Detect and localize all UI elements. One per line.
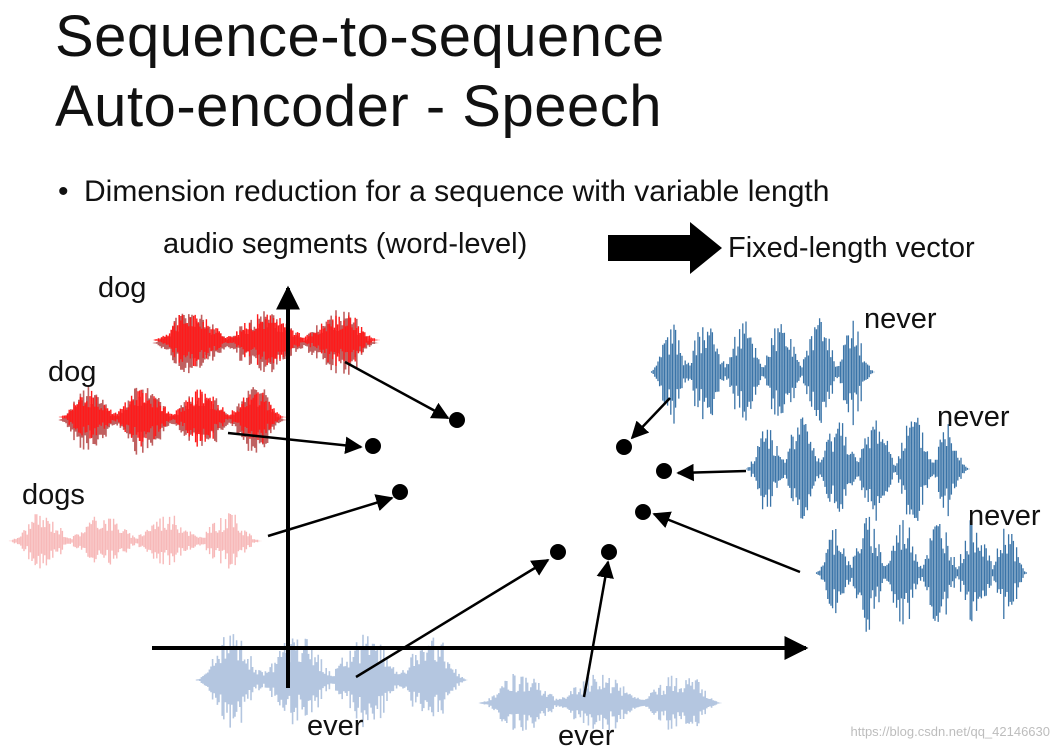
bullet-text: Dimension reduction for a sequence with …	[84, 175, 830, 208]
title-line-2: Auto-encoder - Speech	[55, 74, 662, 139]
waveform-never-3	[815, 516, 1027, 632]
point-dogs	[392, 484, 408, 500]
point-ever2	[601, 544, 617, 560]
arrow-never1	[630, 397, 671, 440]
arrow-never2	[676, 463, 747, 482]
slide-title: Sequence-to-sequence Auto-encoder - Spee…	[55, 2, 665, 142]
arrow-ever2	[582, 560, 614, 698]
point-ever1	[550, 544, 566, 560]
label-dogs: dogs	[22, 479, 85, 511]
bullet-point: • Dimension reduction for a sequence with…	[58, 172, 829, 212]
label-never-1: never	[864, 303, 937, 335]
point-dog2	[365, 438, 381, 454]
point-dog1	[449, 412, 465, 428]
segments-label: audio segments (word-level)	[163, 228, 528, 260]
waveform-dog-1	[152, 314, 380, 367]
waveform-ever-2	[478, 674, 722, 731]
arrow-never3	[652, 511, 801, 574]
waveform-never-1	[650, 318, 875, 426]
point-never2	[656, 463, 672, 479]
label-never-2: never	[937, 401, 1010, 433]
label-never-3: never	[968, 500, 1041, 532]
label-dog-2: dog	[48, 356, 97, 388]
arrow-dogs	[267, 494, 394, 538]
label-dog-1: dog	[98, 272, 147, 304]
waveform-never-2	[745, 417, 970, 521]
bullet-dot-icon: •	[58, 175, 69, 208]
arrow-dog2	[227, 431, 363, 455]
waveform-dogs	[8, 513, 262, 569]
point-never3	[635, 504, 651, 520]
waveform-dog-2	[58, 389, 286, 447]
arrow-dog1	[344, 360, 450, 420]
big-arrow-icon	[608, 222, 722, 274]
point-never1	[616, 439, 632, 455]
vector-label: Fixed-length vector	[728, 232, 975, 264]
title-line-1: Sequence-to-sequence	[55, 4, 665, 69]
arrow-ever1	[355, 558, 550, 679]
label-ever-1: ever	[307, 710, 364, 742]
watermark: https://blog.csdn.net/qq_42146630	[850, 724, 1051, 739]
label-ever-2: ever	[558, 720, 615, 752]
